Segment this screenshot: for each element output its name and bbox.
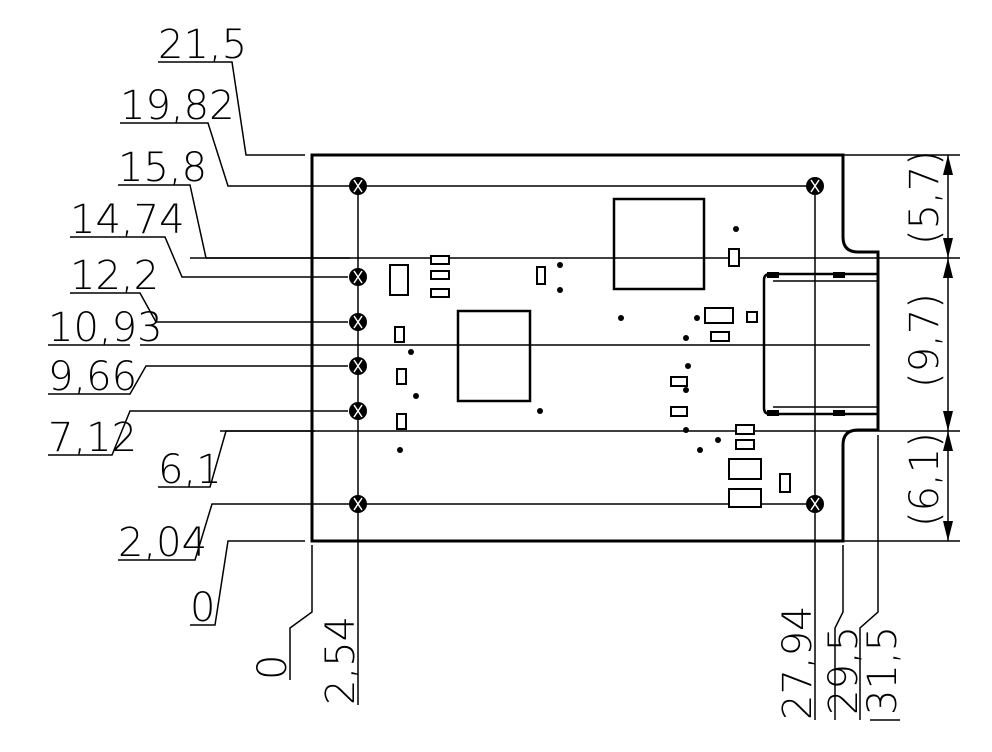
left-leaders [48, 61, 352, 626]
mounting-hole [806, 177, 824, 195]
mounting-hole [349, 177, 367, 195]
label-x-27-94: 27,94 [775, 605, 821, 720]
ic-chips [456, 197, 706, 403]
label-x-31-5: 31,5 [860, 626, 906, 715]
mounting-hole [349, 268, 367, 286]
ic-chip [456, 309, 532, 403]
right-dimension [943, 155, 953, 541]
left-labels: 21,5 19,82 15,8 14,74 12,2 10,93 9,66 7,… [48, 22, 247, 631]
mounting-hole [349, 313, 367, 331]
label-x-0: 0 [250, 655, 296, 680]
label-x-2-54: 2,54 [318, 616, 364, 705]
label-6-1: 6,1 [158, 447, 222, 493]
label-x-29-5: 29,5 [821, 626, 867, 715]
label-7-12: 7,12 [48, 415, 137, 461]
vias [397, 226, 739, 453]
smd-components [389, 248, 791, 508]
mounting-hole [349, 402, 367, 420]
mounting-hole [349, 357, 367, 375]
mounting-holes [349, 177, 824, 513]
crystal [389, 264, 409, 296]
bottom-labels: 0 2,54 27,94 29,5 31,5 [250, 605, 906, 720]
usb-connector [762, 272, 880, 416]
label-21-5: 21,5 [158, 22, 247, 68]
mounting-hole [806, 495, 824, 513]
label-19-82: 19,82 [120, 83, 235, 129]
label-0-left: 0 [190, 585, 215, 631]
label-10-93: 10,93 [48, 305, 163, 351]
right-labels: (5,7) (9,7) (6,1) [902, 150, 948, 527]
label-12-2: 12,2 [70, 253, 159, 299]
label-15-8: 15,8 [118, 145, 207, 191]
board-outline [310, 153, 880, 543]
label-9-66: 9,66 [48, 354, 137, 400]
ic-chip [612, 197, 706, 291]
label-2-04: 2,04 [118, 520, 207, 566]
label-r-6-1: (6,1) [902, 432, 948, 527]
bottom-leaders [289, 435, 900, 721]
label-r-9-7: (9,7) [902, 293, 948, 388]
label-r-5-7: (5,7) [902, 150, 948, 245]
label-14-74: 14,74 [70, 197, 185, 243]
mounting-hole [349, 495, 367, 513]
